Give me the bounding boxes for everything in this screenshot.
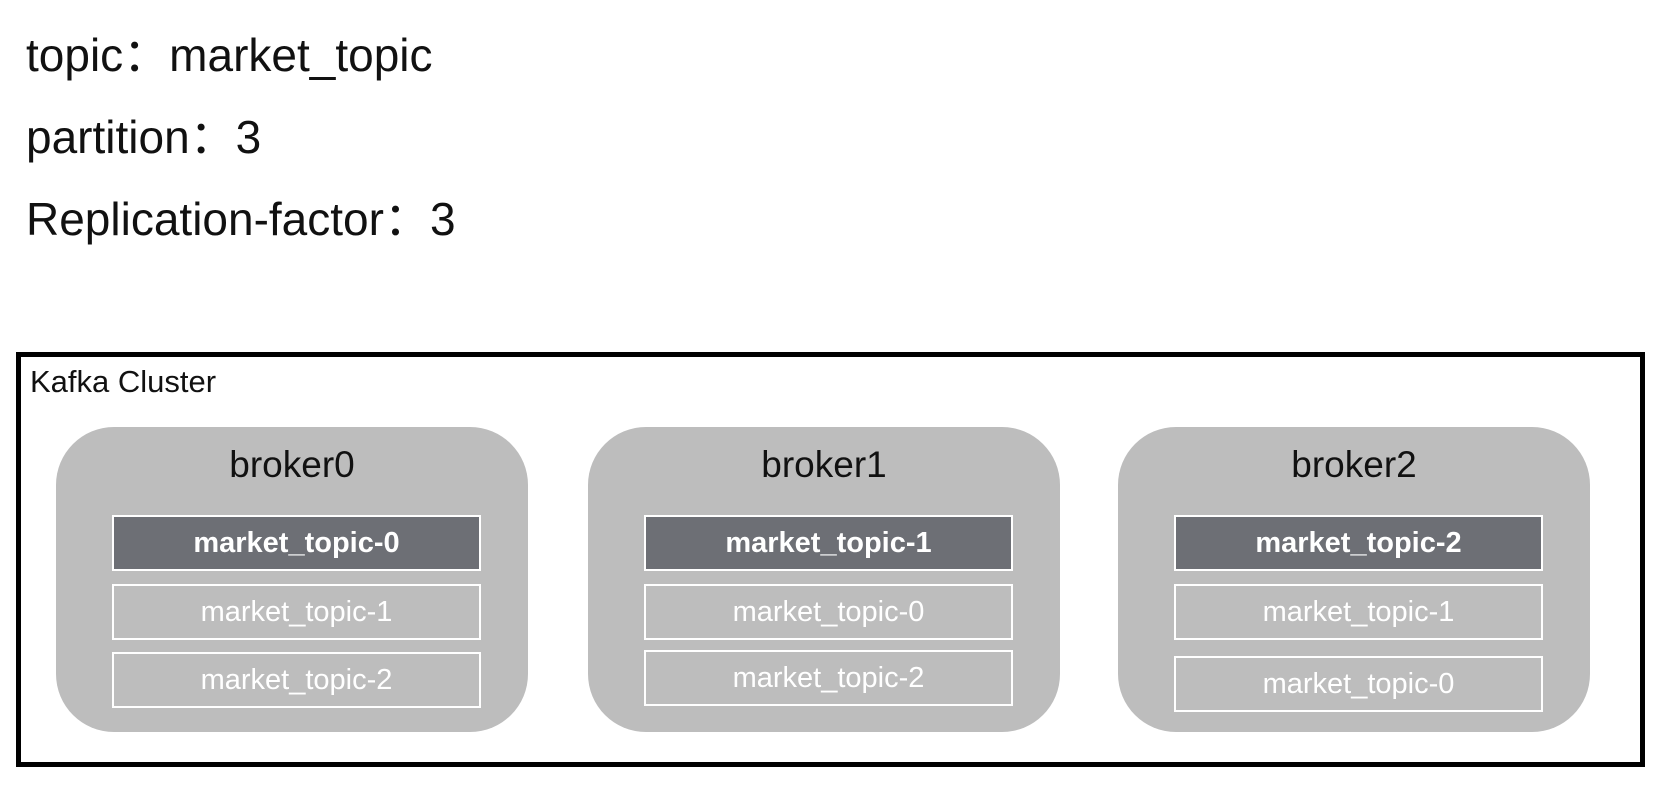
broker-name: broker2 <box>1291 444 1417 485</box>
partition-replica: market_topic-2 <box>112 652 481 708</box>
broker-name: broker1 <box>761 444 887 485</box>
partition-replica: market_topic-0 <box>644 584 1013 640</box>
cluster-label: Kafka Cluster <box>30 364 217 399</box>
partition-leader: market_topic-0 <box>112 515 481 571</box>
partition-leader: market_topic-1 <box>644 515 1013 571</box>
partition-replica: market_topic-1 <box>112 584 481 640</box>
partition-leader: market_topic-2 <box>1174 515 1543 571</box>
broker-name: broker0 <box>229 444 355 485</box>
broker-1: broker1 market_topic-1 market_topic-0 ma… <box>588 427 1060 732</box>
partition-replica: market_topic-2 <box>644 650 1013 706</box>
partition-count-line: partition：3 <box>26 111 262 163</box>
topic-line: topic：market_topic <box>26 29 433 81</box>
kafka-cluster-box: Kafka Cluster broker0 market_topic-0 mar… <box>16 352 1645 767</box>
broker-2: broker2 market_topic-2 market_topic-1 ma… <box>1118 427 1590 732</box>
replication-factor-line: Replication-factor：3 <box>26 193 456 245</box>
partition-replica: market_topic-0 <box>1174 656 1543 712</box>
broker-0: broker0 market_topic-0 market_topic-1 ma… <box>56 427 528 732</box>
partition-replica: market_topic-1 <box>1174 584 1543 640</box>
